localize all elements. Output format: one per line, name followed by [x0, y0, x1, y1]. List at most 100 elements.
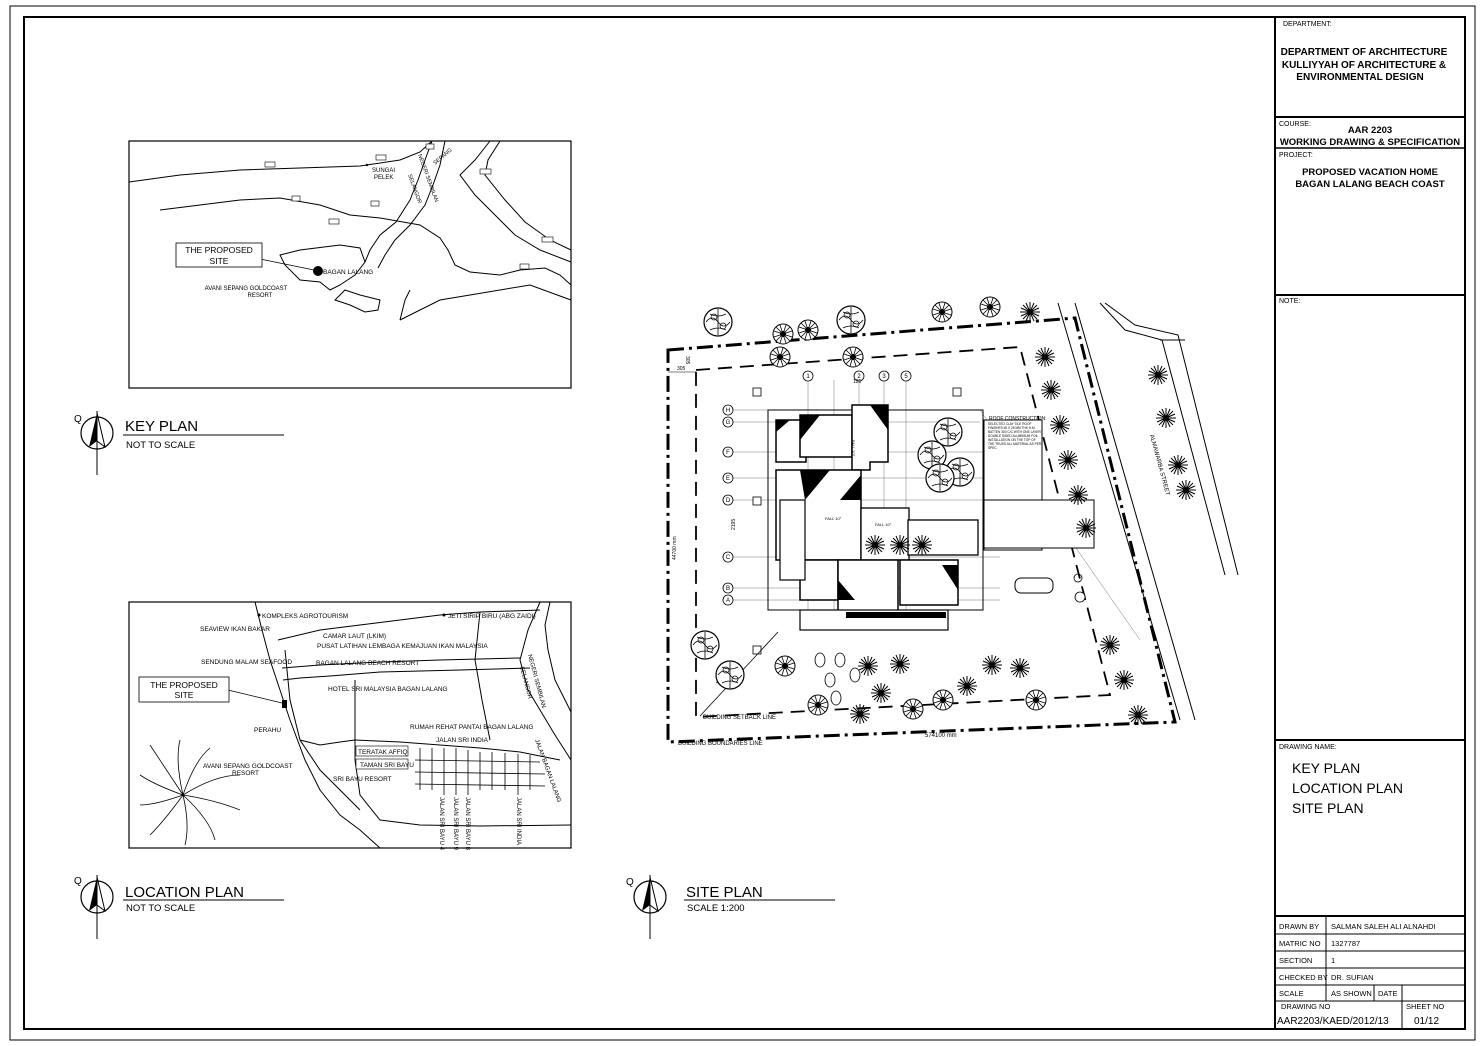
roof-note: SELECTED CLAY TILE ROOF FINISHES 50 X 25… [988, 422, 1042, 450]
site-plan-scale: SCALE 1:200 [687, 903, 745, 914]
grid-let-3: F [726, 450, 730, 456]
department-line2: KULLIYYAH OF ARCHITECTURE & [1282, 60, 1446, 71]
drawing-name-3: SITE PLAN [1292, 800, 1364, 816]
grid-let-7: B [726, 586, 730, 592]
compass-sunburst-icon [139, 739, 241, 846]
loc-jalan-sri-india-v: JALAN SRI INDIA [515, 797, 521, 845]
loc-bagan-resort: BAGAN LALANG BEACH RESORT [316, 660, 419, 667]
north-arrow-icon [80, 874, 114, 940]
loc-jalan-sri-india-h: JALAN SRI INDIA [436, 737, 489, 744]
sheet-no-label: SHEET NO [1406, 1002, 1444, 1011]
grid-let-1: H [726, 408, 730, 414]
project-label: PROJECT: [1279, 152, 1313, 159]
location-plan-title: LOCATION PLAN [125, 884, 244, 901]
key-north-mark: Q [74, 414, 82, 425]
location-plan-title-block: Q LOCATION PLAN NOT TO SCALE [74, 874, 284, 940]
matric-label: MATRIC NO [1279, 939, 1321, 948]
site-plan: ALMAWARBA STREET [666, 296, 1239, 747]
drawing-no-label: DRAWING NO [1281, 1002, 1330, 1011]
loc-site-label-2: SITE [175, 690, 194, 700]
site-north-mark: Q [626, 877, 634, 888]
drawing-name-1: KEY PLAN [1292, 760, 1360, 776]
loc-pusat: PUSAT LATIHAN LEMBAGA KEMAJUAN IKAN MALA… [317, 643, 488, 650]
checked-by: DR. SUFIAN [1331, 973, 1374, 982]
grid-num-3: 3 [882, 374, 886, 380]
loc-camar: CAMAR LAUT (LKIM) [323, 633, 386, 640]
project-line1: PROPOSED VACATION HOME [1302, 167, 1438, 178]
boundary-label: BUILDING BOUNDARIES LINE [678, 741, 763, 747]
scale-value: AS SHOWN [1331, 989, 1372, 998]
course-name: WORKING DRAWING & SPECIFICATION [1280, 137, 1460, 148]
car-icon [1014, 577, 1054, 594]
dim-left: 44700 mm [672, 536, 678, 560]
drawn-by: SALMAN SALEH ALI ALNAHDI [1331, 922, 1436, 931]
outer-border [9, 5, 1476, 1041]
course-label: COURSE: [1279, 121, 1311, 128]
street-name: ALMAWARBA STREET [1148, 434, 1170, 497]
key-plan-map: THE PROPOSED SITE BAGAN LALANG AVANI SEP… [128, 140, 572, 389]
checked-by-label: CHECKED BY [1279, 973, 1328, 982]
loc-jalan-sri-bayu-4: JALAN SRI BAYU 4 [438, 797, 444, 851]
loc-north-mark: Q [74, 876, 82, 887]
scale-label: SCALE [1279, 989, 1304, 998]
roof-heading: ROOF CONSTRUCTION: [989, 416, 1047, 422]
sungai-label-1: SUNGAI [372, 168, 395, 174]
dim-bottom: 574100 mm [925, 733, 957, 739]
loc-seaview: SEAVIEW IKAN BAKAR [200, 626, 270, 633]
loc-perahu: PERAHU [254, 727, 281, 734]
course-code: AAR 2203 [1348, 125, 1392, 136]
sungai-label-2: PELEK [374, 175, 393, 181]
site-plan-title-block: Q SITE PLAN SCALE 1:200 [626, 874, 835, 940]
date-label: DATE [1378, 989, 1397, 998]
roof-note-box: SELECTED CLAY TILE ROOF FINISHES 50 X 25… [988, 422, 1042, 450]
site-boundary [666, 316, 1177, 744]
setback-label: BUILDING SETBACK LINE [703, 715, 776, 721]
section-value: 1 [1331, 956, 1335, 965]
site-marker [313, 266, 323, 276]
department-line3: ENVIRONMENTAL DESIGN [1296, 72, 1423, 83]
location-plan-map: KOMPLEKS AGROTOURISM JETI SIRIP BIRU (AB… [128, 601, 572, 851]
stepping-stones-icon [814, 652, 861, 706]
loc-avani-1: AVANI SEPANG GOLDCOAST [203, 763, 293, 770]
location-plan-site-callout [138, 676, 230, 703]
loc-avani-2: RESORT [232, 770, 259, 777]
loc-sri-bayu-resort: SRI BAYU RESORT [333, 776, 392, 783]
trees-top-icon [703, 296, 1041, 368]
bagan-lalang-label: BAGAN LALANG [323, 269, 373, 276]
grid-let-6: C [726, 555, 731, 561]
department-label: DEPARTMENT: [1283, 21, 1332, 28]
title-block: DEPARTMENT: DEPARTMENT OF ARCHITECTURE K… [1274, 17, 1465, 1029]
key-site-label-2: SITE [210, 256, 229, 266]
north-arrow-icon [80, 410, 114, 476]
drawing-name-2: LOCATION PLAN [1292, 780, 1403, 796]
sheet-no: 01/12 [1414, 1016, 1439, 1027]
loc-rumah-rehat: RUMAH REHAT PANTAI BAGAN LALANG [410, 724, 533, 731]
location-plan-scale: NOT TO SCALE [126, 903, 195, 914]
note-label: NOTE: [1279, 298, 1300, 305]
grid-num-1: 1 [806, 374, 810, 380]
key-plan-title: KEY PLAN [125, 418, 198, 435]
key-plan-site-callout [175, 242, 263, 268]
loc-site-label-1: THE PROPOSED [150, 680, 218, 690]
dim-305-a: 305 [677, 366, 686, 372]
fall-label-1: FALL 10° [825, 516, 842, 521]
loc-sendung: SENDUNG MALAM SEAFOOD [201, 659, 292, 666]
grid-num-4: 5 [904, 374, 908, 380]
project-line2: BAGAN LALANG BEACH COAST [1295, 179, 1445, 190]
fall-label-3: FALL 10° [851, 440, 856, 457]
loc-kompleks: KOMPLEKS AGROTOURISM [262, 613, 348, 620]
loc-hotel: HOTEL SRI MALAYSIA BAGAN LALANG [328, 686, 448, 693]
resort-label-1: AVANI SEPANG GOLDCOAST [205, 286, 288, 292]
drawing-name-label: DRAWING NAME: [1279, 744, 1337, 751]
fall-label-2: FALL 10° [875, 522, 892, 527]
drawing-no: AAR2203/KAED/2012/13 [1277, 1016, 1389, 1027]
grid-let-2: G [726, 420, 731, 426]
grid-num-2: 2 [857, 374, 861, 380]
dim-2195: 2195 [731, 519, 737, 530]
key-site-label-1: THE PROPOSED [185, 245, 253, 255]
dim-305-b: 305 [684, 356, 690, 365]
loc-jeti: JETI SIRIP BIRU (ABG ZAIDI) [448, 613, 536, 620]
inner-border [23, 16, 1466, 1030]
dim-125: 125 [853, 379, 862, 385]
